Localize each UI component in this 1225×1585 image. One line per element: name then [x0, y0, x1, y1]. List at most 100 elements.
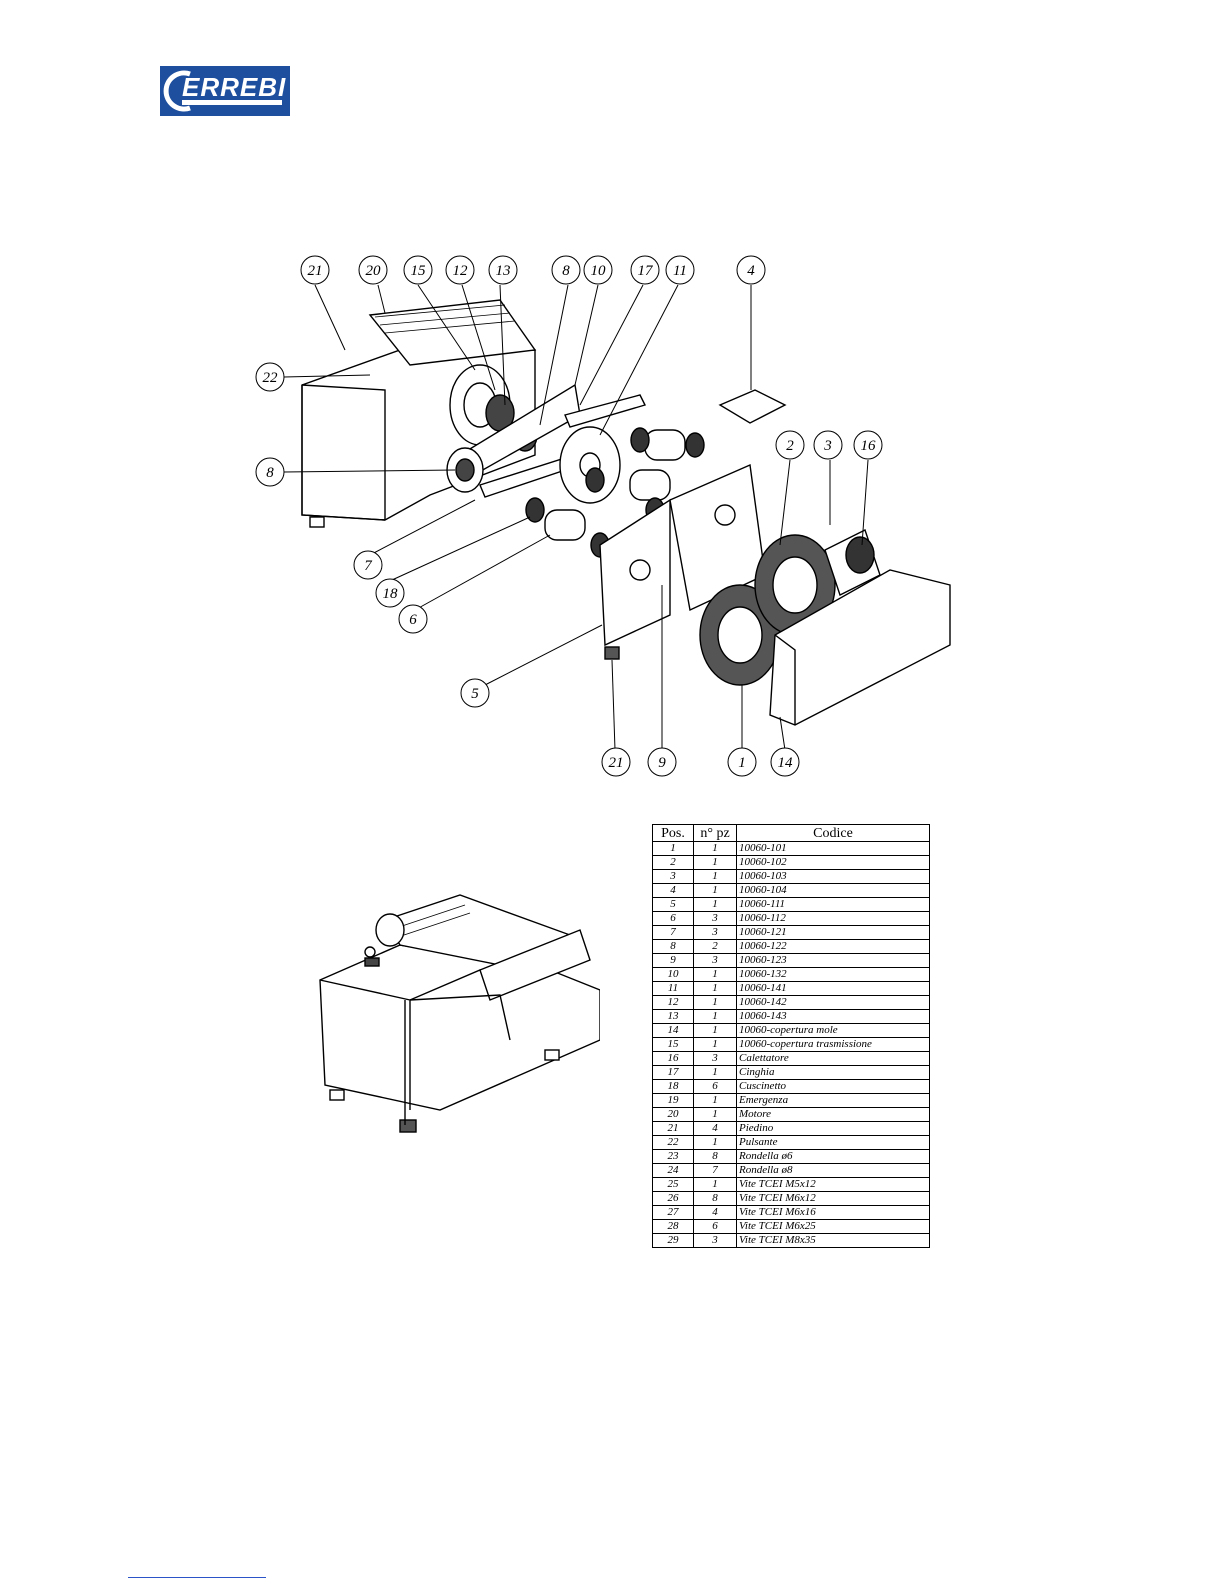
svg-text:5: 5 [471, 686, 479, 702]
cell-code: 10060-102 [736, 855, 930, 870]
logo-mark-icon [163, 70, 282, 112]
cell-pos: 3 [652, 869, 694, 884]
cell-code: Emergenza [736, 1093, 930, 1108]
cell-qty: 6 [693, 1079, 737, 1094]
cell-qty: 1 [693, 1093, 737, 1108]
callout-17: 17 [630, 255, 660, 285]
cell-pos: 29 [652, 1233, 694, 1248]
svg-text:6: 6 [409, 612, 417, 628]
callout-18: 18 [375, 578, 405, 608]
callout-11: 11 [665, 255, 695, 285]
svg-text:20: 20 [366, 263, 382, 279]
exploded-view-drawing: 21 20 15 12 13 8 10 17 11 4 22 8 7 18 6 … [255, 255, 951, 777]
cell-code: 10060-111 [736, 897, 930, 912]
cell-qty: 1 [693, 869, 737, 884]
cell-qty: 1 [693, 995, 737, 1010]
callout-10: 10 [583, 255, 613, 285]
svg-text:22: 22 [263, 370, 279, 386]
cell-qty: 4 [693, 1205, 737, 1220]
callout-13: 13 [488, 255, 518, 285]
header-qty: n° pz [693, 824, 737, 842]
cell-code: 10060-142 [736, 995, 930, 1010]
cell-qty: 3 [693, 1233, 737, 1248]
cell-pos: 17 [652, 1065, 694, 1080]
cell-pos: 14 [652, 1023, 694, 1038]
callout-20: 20 [358, 255, 388, 285]
cell-qty: 1 [693, 1065, 737, 1080]
cell-qty: 1 [693, 1023, 737, 1038]
cell-pos: 15 [652, 1037, 694, 1052]
cell-pos: 27 [652, 1205, 694, 1220]
cell-code: Calettatore [736, 1051, 930, 1066]
cell-qty: 7 [693, 1163, 737, 1178]
callout-6: 6 [398, 604, 428, 634]
svg-text:14: 14 [778, 755, 794, 771]
cell-code: Vite TCEI M8x35 [736, 1233, 930, 1248]
cell-pos: 5 [652, 897, 694, 912]
cell-qty: 1 [693, 981, 737, 996]
callout-15: 15 [403, 255, 433, 285]
cell-qty: 6 [693, 1219, 737, 1234]
cell-qty: 1 [693, 897, 737, 912]
logo-text: ERREBI [182, 72, 287, 102]
cell-qty: 8 [693, 1191, 737, 1206]
cell-pos: 12 [652, 995, 694, 1010]
cell-code: 10060-copertura mole [736, 1023, 930, 1038]
callout-5: 5 [460, 678, 490, 708]
svg-text:10: 10 [591, 263, 607, 279]
assembled-view-drawing [319, 894, 600, 1133]
callout-14: 14 [770, 747, 800, 777]
cell-pos: 4 [652, 883, 694, 898]
cell-code: Pulsante [736, 1135, 930, 1150]
svg-text:2: 2 [786, 438, 794, 454]
cell-qty: 1 [693, 1009, 737, 1024]
svg-text:1: 1 [738, 755, 746, 771]
cell-qty: 3 [693, 1051, 737, 1066]
cell-code: Rondella ø8 [736, 1163, 930, 1178]
callout-7: 7 [353, 550, 383, 580]
cell-pos: 23 [652, 1149, 694, 1164]
svg-text:21: 21 [308, 263, 323, 279]
callout-21-bottom: 21 [601, 747, 631, 777]
cell-code: Cinghia [736, 1065, 930, 1080]
cell-pos: 20 [652, 1107, 694, 1122]
svg-text:9: 9 [658, 755, 666, 771]
cell-pos: 1 [652, 841, 694, 856]
cell-qty: 1 [693, 1037, 737, 1052]
cell-qty: 8 [693, 1149, 737, 1164]
cell-code: 10060-143 [736, 1009, 930, 1024]
cell-code: Vite TCEI M5x12 [736, 1177, 930, 1192]
cell-pos: 10 [652, 967, 694, 982]
cell-pos: 18 [652, 1079, 694, 1094]
footer-link-underline [128, 1577, 266, 1578]
svg-text:7: 7 [364, 558, 373, 574]
cell-code: Vite TCEI M6x25 [736, 1219, 930, 1234]
cell-qty: 1 [693, 1177, 737, 1192]
cell-pos: 16 [652, 1051, 694, 1066]
callout-9: 9 [647, 747, 677, 777]
svg-text:3: 3 [823, 438, 832, 454]
motor-cylinder [368, 299, 537, 366]
cell-code: 10060-101 [736, 841, 930, 856]
cell-code: 10060-121 [736, 925, 930, 940]
cell-code: Vite TCEI M6x12 [736, 1191, 930, 1206]
cell-qty: 1 [693, 1107, 737, 1122]
svg-text:13: 13 [496, 263, 511, 279]
